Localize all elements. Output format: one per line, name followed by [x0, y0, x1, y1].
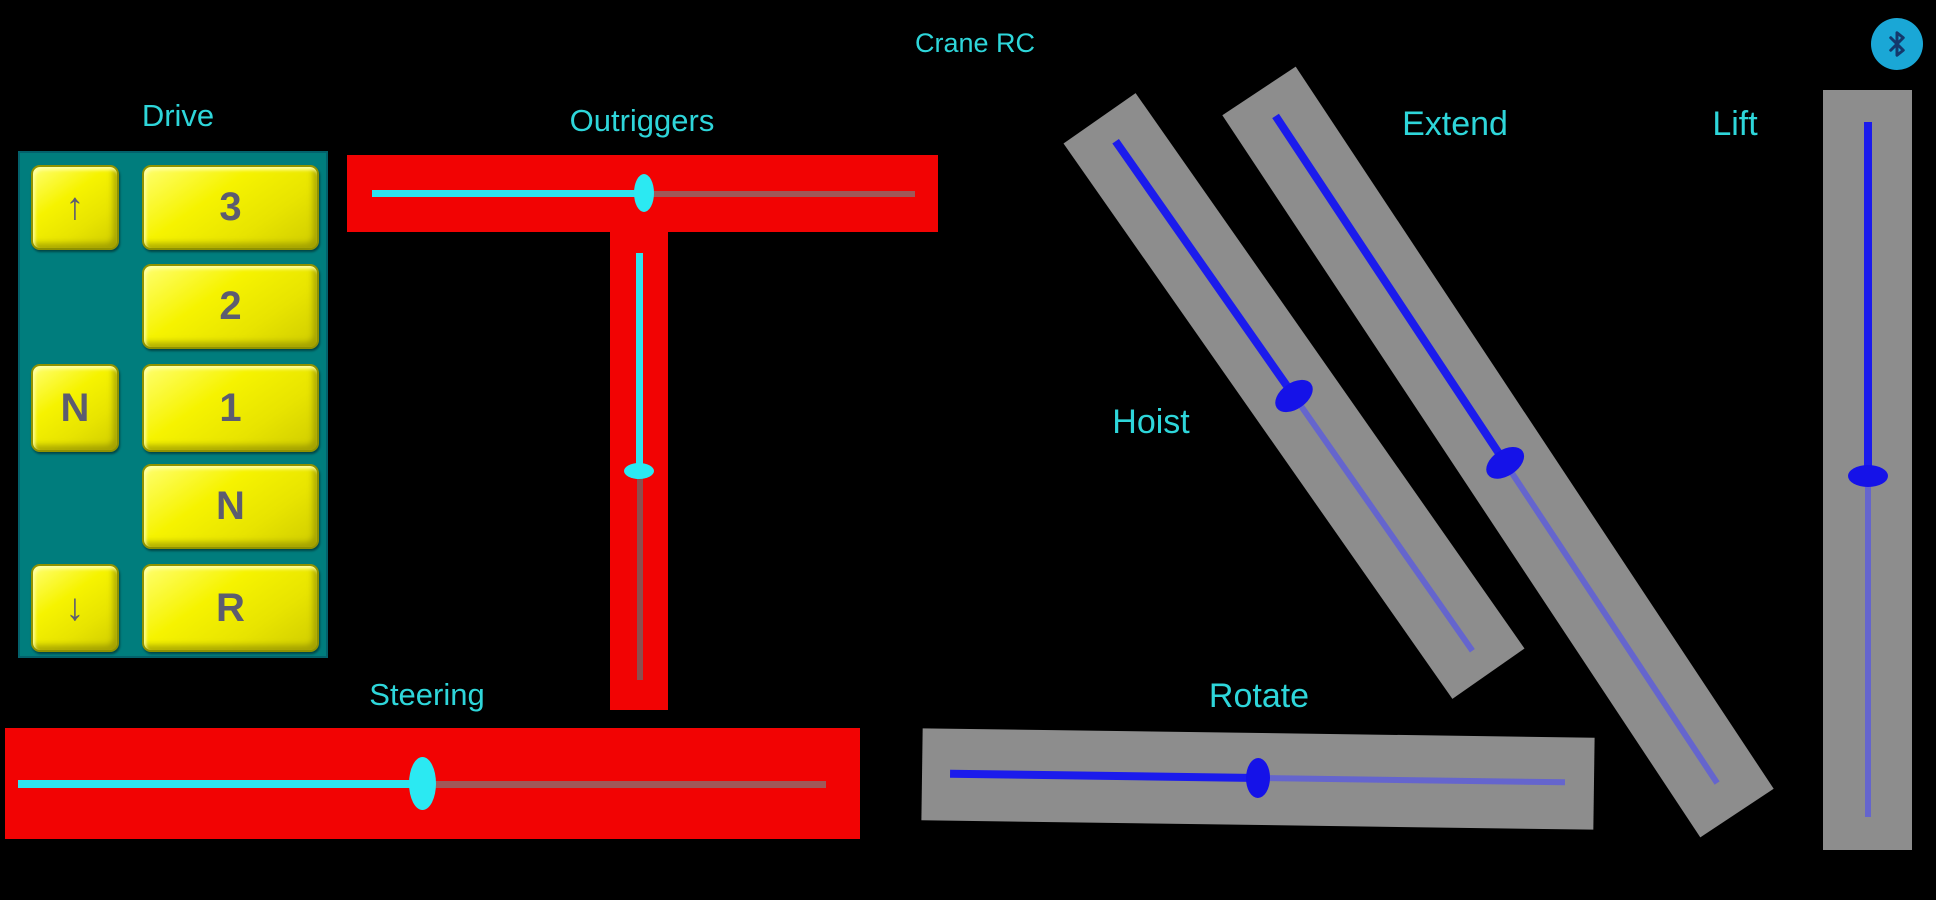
- lift-track-rest: [1865, 476, 1871, 817]
- steering-track-rest: [422, 781, 826, 788]
- outriggers-horizontal-track-active: [372, 190, 644, 197]
- lift-track-active: [1864, 122, 1872, 477]
- rotate-slider[interactable]: [921, 728, 1595, 830]
- gear-reverse-label: R: [216, 585, 245, 630]
- down-arrow-icon: ↓: [65, 586, 85, 629]
- gear-reverse-button[interactable]: R: [142, 564, 319, 652]
- extend-label: Extend: [1402, 105, 1508, 143]
- extend-thumb[interactable]: [1480, 440, 1530, 486]
- outriggers-horizontal-slider[interactable]: [347, 155, 938, 232]
- outriggers-horizontal-track-rest: [643, 191, 915, 197]
- outriggers-vertical-track-active: [636, 253, 643, 471]
- outriggers-vertical-slider[interactable]: [610, 230, 668, 710]
- gear-neutral-button[interactable]: N: [142, 464, 319, 549]
- outriggers-vertical-thumb[interactable]: [624, 462, 654, 479]
- outriggers-label: Outriggers: [569, 103, 715, 138]
- lift-label: Lift: [1712, 105, 1758, 143]
- outriggers-vertical-track-rest: [637, 470, 643, 680]
- steering-label: Steering: [369, 677, 485, 712]
- hoist-thumb[interactable]: [1269, 373, 1319, 419]
- steering-thumb[interactable]: [409, 757, 436, 810]
- bluetooth-button[interactable]: [1871, 18, 1923, 70]
- steering-slider[interactable]: [5, 728, 860, 839]
- gear-1-label: 1: [219, 385, 242, 430]
- rotate-thumb[interactable]: [1245, 757, 1270, 799]
- gear-2-label: 2: [219, 284, 242, 328]
- gear-3-label: 3: [219, 185, 242, 229]
- gear-1-button[interactable]: 1: [142, 364, 319, 452]
- drive-down-button[interactable]: ↓: [31, 564, 119, 652]
- drive-neutral-left-button[interactable]: N: [31, 364, 119, 452]
- lift-thumb[interactable]: [1848, 465, 1888, 488]
- up-arrow-icon: ↑: [65, 186, 85, 228]
- app-title: Crane RC: [914, 28, 1036, 58]
- outriggers-horizontal-thumb[interactable]: [633, 174, 654, 212]
- rotate-track-rest: [1257, 774, 1566, 786]
- drive-neutral-left-label: N: [60, 385, 90, 430]
- drive-panel: ↑ N ↓ 3 2 1 N R: [18, 151, 328, 658]
- lift-slider[interactable]: [1823, 90, 1912, 850]
- drive-label: Drive: [141, 98, 215, 133]
- gear-neutral-label: N: [216, 484, 245, 528]
- drive-up-button[interactable]: ↑: [31, 165, 119, 250]
- bluetooth-icon: [1882, 29, 1912, 59]
- rotate-label: Rotate: [1208, 677, 1310, 715]
- gear-2-button[interactable]: 2: [142, 264, 319, 349]
- hoist-label: Hoist: [1112, 403, 1190, 441]
- rotate-track-active: [949, 769, 1258, 782]
- steering-track-active: [18, 780, 422, 788]
- gear-3-button[interactable]: 3: [142, 165, 319, 250]
